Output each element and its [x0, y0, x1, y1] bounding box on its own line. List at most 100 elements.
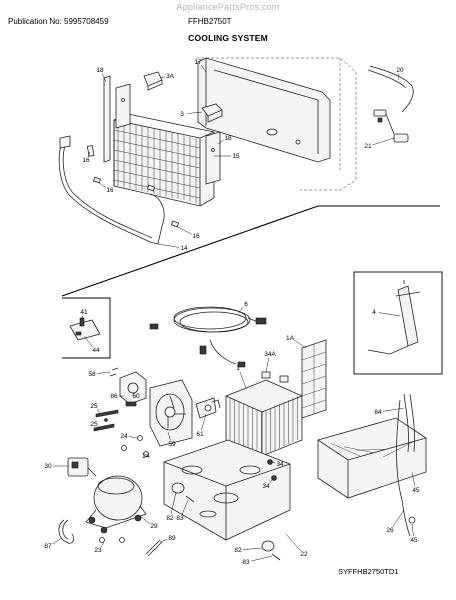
callout-21: 21 — [364, 137, 395, 150]
callout-84: 84 — [374, 407, 405, 416]
compressor-relay — [67, 457, 97, 477]
leader-line — [159, 539, 168, 543]
callout-44: 44 — [83, 335, 100, 354]
callout-26: 26 — [386, 509, 405, 534]
callout-text: 1 — [236, 365, 240, 372]
defrost-heater-right — [205, 131, 221, 185]
callout-16-c: 16 — [175, 225, 200, 240]
callout-text: 18 — [96, 67, 104, 74]
callout-4: 4 — [372, 309, 401, 317]
evaporator-cover — [197, 57, 331, 163]
leader-line — [102, 73, 107, 83]
callout-14: 14 — [157, 243, 188, 252]
leader-line — [382, 407, 405, 412]
callout-text: 1A — [286, 335, 295, 342]
compressor — [85, 475, 147, 534]
publication-number: Publication No: 5995708459 — [8, 17, 109, 26]
callout-45-b: 45 — [410, 523, 418, 544]
leader-line — [186, 111, 203, 114]
callout-41: 41 — [80, 309, 88, 321]
leader-line — [88, 151, 91, 157]
callout-text: 34A — [264, 351, 276, 358]
defrost-heater-left — [103, 75, 131, 163]
leader-line — [167, 431, 171, 441]
leader-line — [96, 409, 101, 415]
leader-line — [237, 306, 244, 315]
callout-34-a: 34 — [271, 461, 284, 468]
callout-16-a: 16 — [82, 151, 91, 164]
section-divider — [61, 205, 440, 297]
leader-line — [285, 533, 301, 552]
callout-22: 22 — [285, 533, 308, 558]
callout-text: 61 — [196, 431, 204, 438]
leader-line — [411, 471, 416, 487]
defrost-tubing — [58, 135, 180, 245]
callout-text: 59 — [168, 441, 176, 448]
callout-1: 1 — [236, 365, 247, 389]
callout-30: 30 — [44, 463, 68, 470]
bracket-clip — [143, 71, 163, 91]
callout-3: 3 — [180, 111, 203, 118]
leader-line — [265, 357, 270, 373]
callout-86: 86 — [110, 393, 124, 400]
callout-text: 16 — [82, 157, 90, 164]
callout-20: 20 — [396, 67, 404, 81]
callout-60: 60 — [132, 392, 140, 400]
cabinet-outline — [196, 57, 357, 191]
condenser-fan-assembly — [149, 379, 221, 447]
leader-line — [242, 547, 263, 550]
fan-motor — [119, 371, 147, 407]
leader-line — [271, 461, 276, 464]
leader-line — [378, 312, 401, 317]
callout-23: 23 — [94, 541, 105, 554]
leader-line — [269, 479, 273, 484]
leader-line — [83, 335, 93, 348]
callout-text: 20 — [396, 67, 404, 74]
leader-line — [201, 413, 207, 431]
callout-18-top: 18 — [96, 67, 107, 83]
leader-line — [159, 76, 166, 79]
callout-text: 24 — [142, 453, 150, 460]
evaporator-coil — [113, 113, 215, 207]
leader-line — [250, 555, 273, 562]
callout-text: 23 — [94, 547, 102, 554]
inset-box-bracket — [62, 297, 111, 359]
diagram-code: SYFFHB2750TD1 — [338, 567, 399, 576]
callout-59: 59 — [167, 431, 176, 448]
callout-text: 18 — [224, 135, 232, 142]
leader-line — [397, 73, 400, 81]
callout-text: 25 — [90, 421, 98, 428]
callout-text: 82 — [234, 547, 242, 554]
callout-text: 21 — [364, 143, 372, 150]
rod-89 — [145, 539, 163, 557]
wire-harness — [149, 306, 267, 368]
callout-83-a: 83 — [176, 499, 189, 522]
leader-line — [132, 392, 135, 395]
callout-1a: 1A — [286, 335, 307, 349]
callout-24-a: 24 — [120, 433, 139, 440]
callout-text: 45 — [410, 537, 418, 544]
base-pan — [163, 439, 291, 541]
callout-6: 6 — [237, 301, 248, 315]
callout-text: 4 — [372, 309, 376, 316]
inset-box-dryer — [353, 271, 443, 375]
leader-line — [411, 523, 414, 537]
callout-3a: 3A — [159, 73, 175, 80]
callout-25-b: 25 — [90, 421, 101, 429]
callout-18-right: 18 — [217, 135, 232, 145]
leader-line — [128, 436, 139, 439]
callout-text: 89 — [168, 535, 176, 542]
callout-82-a: 82 — [166, 491, 177, 522]
callout-16-b: 16 — [97, 181, 114, 194]
callout-text: 16 — [106, 187, 114, 194]
callout-83-b: 83 — [242, 555, 273, 566]
callout-25-a: 25 — [90, 403, 101, 415]
drain-pan — [317, 393, 427, 537]
callout-text: 34 — [262, 483, 270, 490]
condenser-coil — [225, 379, 303, 457]
leader-line — [52, 537, 63, 545]
diagram-title: COOLING SYSTEM — [188, 33, 268, 43]
heater-clip — [201, 103, 223, 123]
callout-text: 24 — [120, 433, 128, 440]
